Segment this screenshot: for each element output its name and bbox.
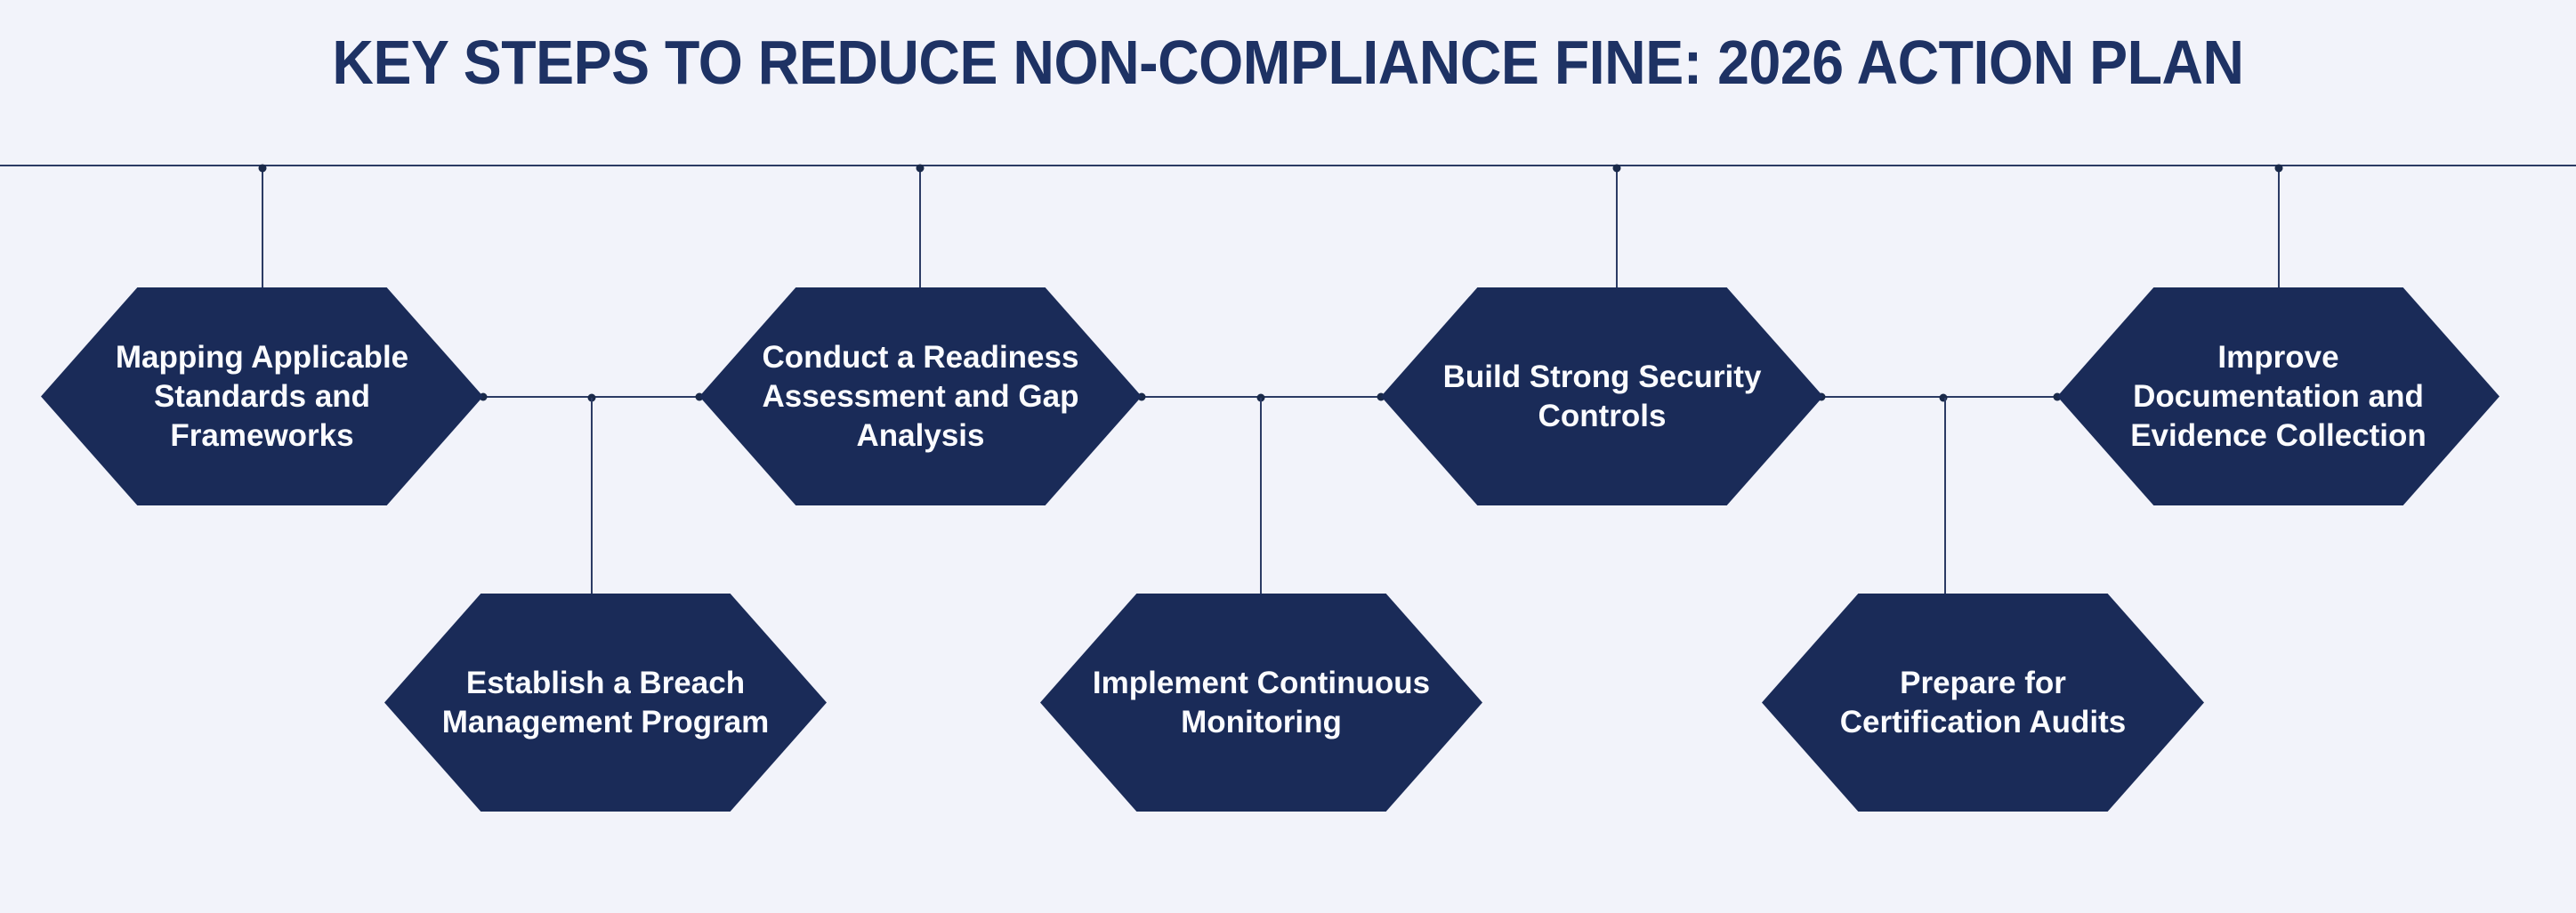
junction-dot — [1939, 393, 1948, 402]
vertex-dot — [2053, 392, 2062, 401]
junction-dot — [258, 164, 267, 173]
step-hexagon-breach-management: Establish a Breach Management Program — [384, 594, 827, 812]
step-hexagon-readiness-assessment: Conduct a Readiness Assessment and Gap A… — [699, 287, 1142, 505]
step-hexagon-certification-audits: Prepare for Certification Audits — [1762, 594, 2204, 812]
step-hexagon-continuous-monitoring: Implement Continuous Monitoring — [1040, 594, 1482, 812]
step-hexagon-mapping-standards: Mapping Applicable Standards and Framewo… — [41, 287, 483, 505]
step-hexagon-documentation-evidence: Improve Documentation and Evidence Colle… — [2057, 287, 2499, 505]
connector-vertical-step3 — [919, 166, 921, 287]
vertex-dot — [695, 392, 704, 401]
step-label: Prepare for Certification Audits — [1839, 665, 2127, 739]
connector-vertical-step4 — [1260, 398, 1262, 594]
connector-vertical-step7 — [2278, 166, 2280, 287]
step-label: Implement Continuous Monitoring — [1092, 665, 1431, 739]
connector-vertical-step6 — [1944, 398, 1946, 594]
connector-vertical-step2 — [591, 398, 593, 594]
step-label: Build Strong Security Controls — [1442, 359, 1762, 433]
page-title: KEY STEPS TO REDUCE NON-COMPLIANCE FINE:… — [332, 28, 2244, 97]
step-label: Establish a Breach Management Program — [441, 665, 770, 739]
step-label: Conduct a Readiness Assessment and Gap A… — [762, 339, 1079, 453]
step-hexagon-security-controls: Build Strong Security Controls — [1381, 287, 1823, 505]
junction-dot — [916, 164, 925, 173]
junction-dot — [2274, 164, 2283, 173]
vertex-dot — [479, 392, 488, 401]
timeline-horizontal-line — [0, 165, 2576, 166]
connector-vertical-step5 — [1616, 166, 1618, 287]
vertex-dot — [1137, 392, 1146, 401]
step-label: Mapping Applicable Standards and Framewo… — [115, 339, 409, 453]
junction-dot — [1612, 164, 1621, 173]
connector-vertical-step1 — [262, 166, 263, 287]
vertex-dot — [1377, 392, 1385, 401]
step-label: Improve Documentation and Evidence Colle… — [2130, 339, 2427, 453]
